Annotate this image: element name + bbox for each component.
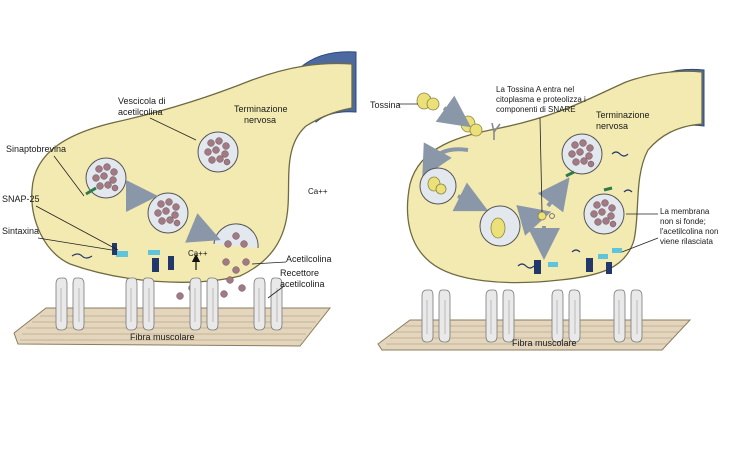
fusing-vesicle — [213, 223, 259, 249]
toxin-light-chain — [537, 211, 547, 221]
membrane-note-line3: l'acetilcolina non — [660, 227, 718, 236]
acetylcholine-vesicle — [583, 193, 625, 235]
toxin-light-chain-vesicle — [479, 205, 521, 247]
muscle-fiber — [13, 307, 332, 347]
terminal-label-line1: Terminazione — [596, 110, 650, 120]
snap25-label: SNAP-25 — [2, 194, 40, 204]
cleaved-snare-fragments — [517, 151, 633, 274]
receptor-label-line2: acetilcolina — [280, 279, 325, 289]
synaptobrevin-complex — [85, 186, 97, 196]
terminal-label: Terminazione nervosa — [234, 104, 290, 125]
receptor-label: Recettore acetilcolina — [280, 268, 325, 289]
toxin-label: Tossina — [370, 100, 401, 110]
acetylcholine-vesicle — [147, 192, 189, 234]
synaptobrevin-label: Sinaptobrevina — [6, 144, 66, 154]
toxin-molecule — [416, 92, 440, 111]
muscle-label: Fibra muscolare — [130, 332, 195, 342]
membrane-note-line2: non si fonde; — [660, 217, 706, 226]
terminal-label: Terminazione nervosa — [596, 110, 652, 131]
terminal-label-line1: Terminazione — [234, 104, 288, 114]
acetylcholine-vesicle — [561, 133, 603, 175]
toxin-note-line3: componenti di SNARE — [496, 105, 576, 114]
nerve-terminal — [31, 62, 353, 283]
terminal-label-line2: nervosa — [244, 115, 276, 125]
syntaxin-label: Sintaxina — [2, 226, 39, 236]
toxin-note-line2: citoplasma e proteolizza i — [496, 95, 586, 104]
toxin-note: La Tossina A entra nel citoplasma e prot… — [496, 85, 588, 114]
muscle-fiber — [377, 319, 692, 351]
membrane-note-line1: La membrana — [660, 207, 710, 216]
terminal-label-line2: nervosa — [596, 121, 628, 131]
membrane-note: La membrana non si fonde; l'acetilcolina… — [660, 207, 721, 246]
left-panel: Vescicola di acetilcolina Terminazione n… — [2, 51, 357, 347]
acetylcholine-label: Acetilcolina — [286, 254, 332, 264]
endocytic-vesicle — [419, 167, 457, 205]
toxin-note-line1: La Tossina A entra nel — [496, 85, 574, 94]
vesicle-label-line2: acetilcolina — [118, 107, 163, 117]
membrane-note-line4: viene rilasciata — [660, 237, 713, 246]
calcium-label-inside: Ca++ — [188, 249, 208, 258]
calcium-label-outside: Ca++ — [308, 187, 328, 196]
vesicle-label-line1: Vescicola di — [118, 96, 166, 106]
vesicle-label: Vescicola di acetilcolina — [118, 96, 168, 117]
right-panel: Tossina La Tossina A entra nel citoplasm… — [370, 68, 721, 351]
receptor-label-line1: Recettore — [280, 268, 319, 278]
snare-complex — [71, 243, 174, 272]
muscle-label: Fibra muscolare — [512, 338, 577, 348]
acetylcholine-vesicle — [197, 131, 239, 173]
